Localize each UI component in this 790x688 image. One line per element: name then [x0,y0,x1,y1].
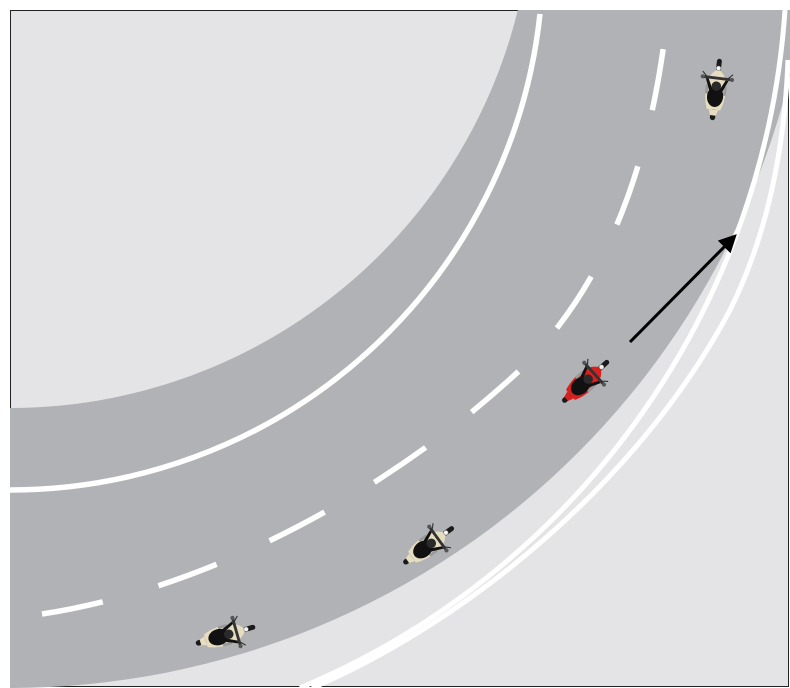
road-curve-diagram [0,0,790,688]
